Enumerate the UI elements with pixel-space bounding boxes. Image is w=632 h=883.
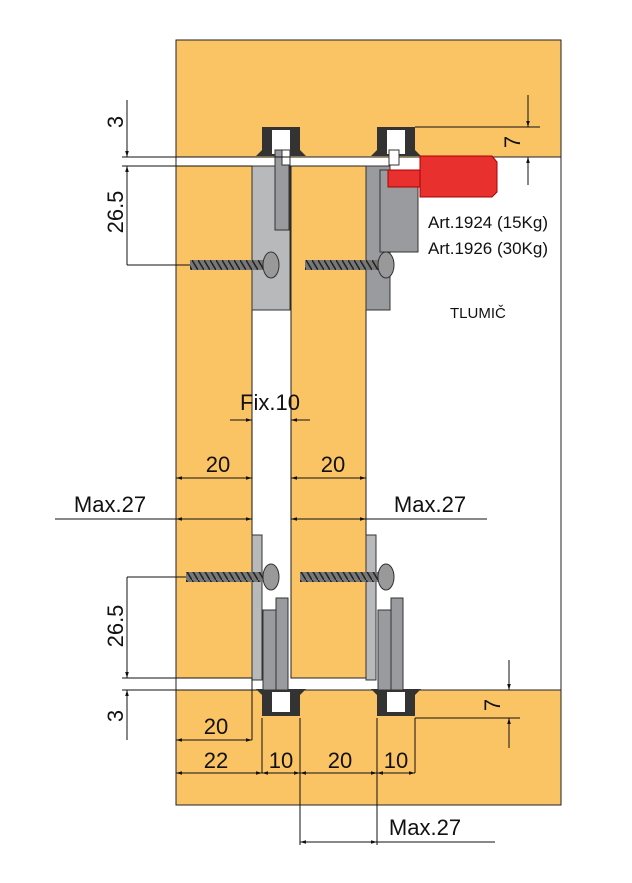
- label-bottom-offset: 22: [204, 748, 228, 773]
- door-right: [290, 165, 367, 679]
- label-top-gap: 3: [103, 116, 128, 128]
- top-panel: [175, 39, 562, 158]
- top-track-left: [256, 127, 306, 156]
- label-track-spacing: 20: [328, 748, 352, 773]
- screw-top-left: [190, 251, 280, 279]
- top-fitting-right: [365, 149, 419, 311]
- screw-bottom-right: [300, 563, 395, 591]
- bottom-track-right: [371, 689, 421, 716]
- bottom-fitting-right: [365, 534, 404, 691]
- screw-top-right: [305, 251, 395, 279]
- label-track1-width: 10: [269, 748, 293, 773]
- screw-bottom-left: [186, 563, 280, 591]
- label-fix: Fix.10: [240, 390, 300, 415]
- dimension-lines: [55, 95, 540, 845]
- door-left: [175, 165, 253, 679]
- label-door-right-thickness: 20: [321, 452, 345, 477]
- label-door-left-thickness: 20: [206, 452, 230, 477]
- bottom-fitting-left: [251, 534, 289, 691]
- label-max-left: Max.27: [74, 492, 146, 517]
- label-top-track-depth: 7: [500, 136, 525, 148]
- label-max-bottom: Max.27: [389, 815, 461, 840]
- label-art-1926: Art.1926 (30Kg): [428, 239, 548, 258]
- top-track-right: [371, 127, 421, 156]
- bottom-track-left: [256, 689, 306, 716]
- label-bottom-door-width: 20: [204, 714, 228, 739]
- label-bottom-gap: 3: [103, 710, 128, 722]
- damper-red: [387, 155, 498, 198]
- top-fitting-left: [251, 149, 291, 311]
- label-bottom-track-depth: 7: [480, 699, 505, 711]
- label-track2-width: 10: [384, 748, 408, 773]
- label-damper: TLUMIČ: [450, 305, 506, 322]
- label-art-1924: Art.1924 (15Kg): [428, 213, 548, 232]
- bottom-panel: [175, 689, 562, 806]
- label-max-right: Max.27: [394, 492, 466, 517]
- label-bottom-screw-height: 26.5: [103, 605, 128, 648]
- label-top-screw-height: 26.5: [103, 191, 128, 234]
